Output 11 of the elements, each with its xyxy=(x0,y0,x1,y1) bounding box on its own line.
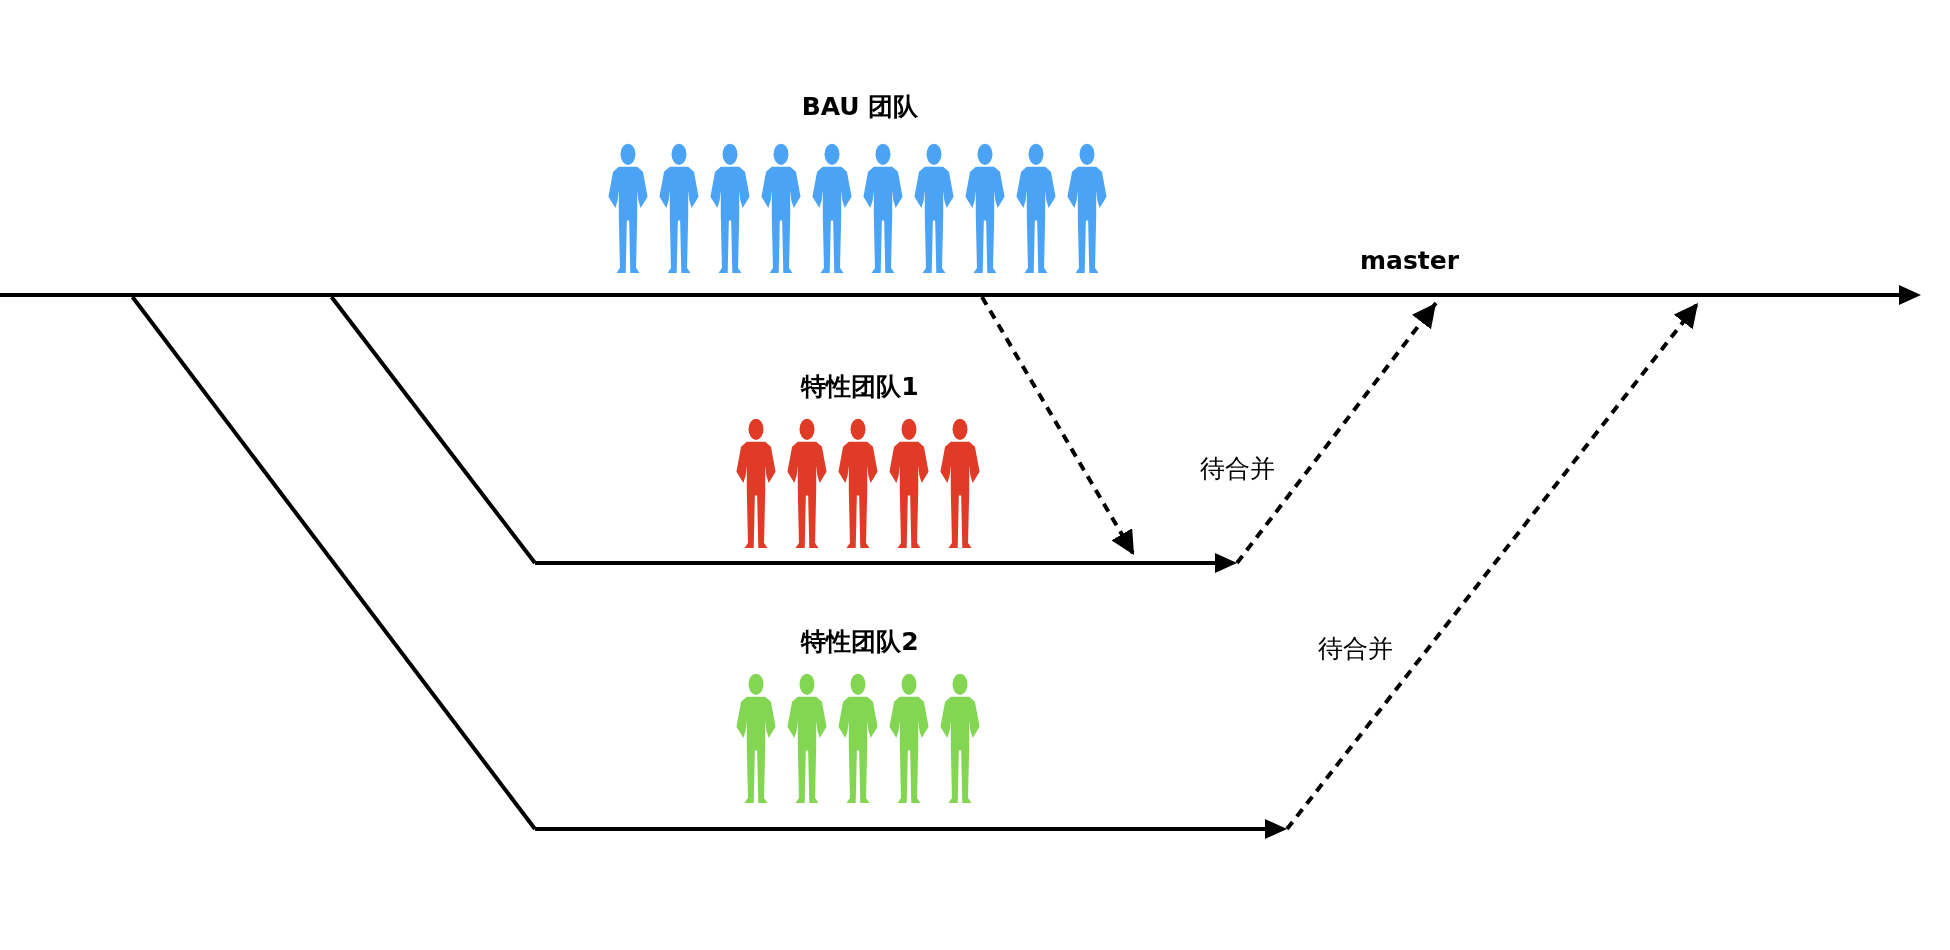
team-heading: 特性团队2 xyxy=(799,626,920,658)
team-heading: BAU 团队 xyxy=(800,91,920,123)
branch-line xyxy=(329,295,537,565)
team-heading: 特性团队1 xyxy=(799,371,920,403)
edge-label: 待合并 xyxy=(1318,633,1393,665)
dashed-arrow xyxy=(980,296,1136,556)
branch-line xyxy=(130,295,537,831)
dashed-arrow xyxy=(1235,301,1438,565)
dashed-arrow xyxy=(1285,301,1700,831)
edge-label: 待合并 xyxy=(1200,453,1275,485)
branch-name: master xyxy=(1360,246,1460,275)
